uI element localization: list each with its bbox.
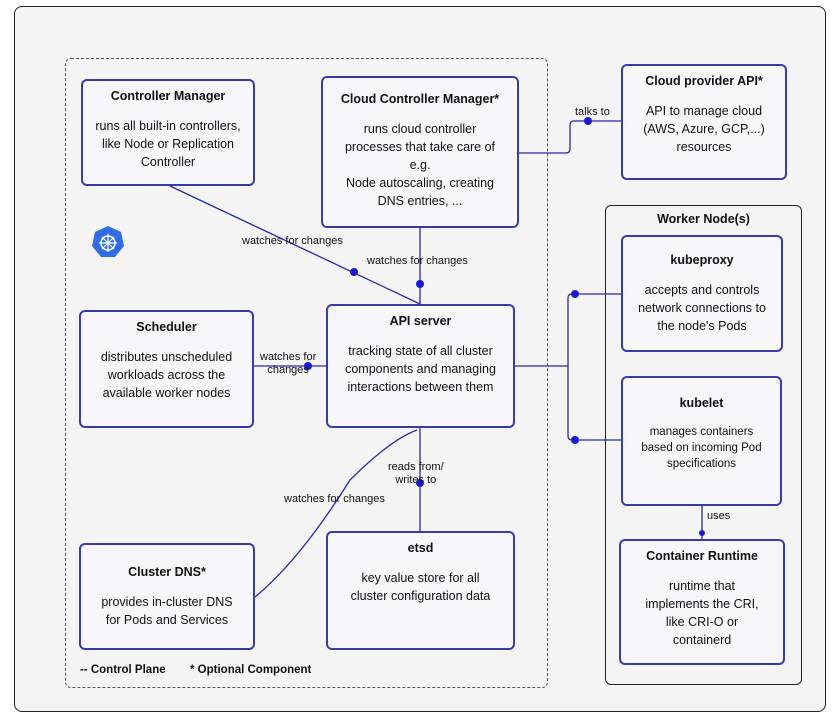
api-server-box: API server tracking state of all cluster … bbox=[326, 304, 515, 428]
edge-cm-api bbox=[169, 185, 421, 305]
box-desc: provides in-cluster DNS for Pods and Ser… bbox=[101, 595, 233, 627]
box-title: Cluster DNS* bbox=[128, 565, 206, 579]
edge-label-ccm-api: watches for changes bbox=[367, 255, 468, 267]
edge-dot bbox=[584, 117, 592, 125]
edge-ccm-cloud bbox=[519, 120, 621, 154]
box-desc: key value store for all cluster configur… bbox=[350, 571, 491, 603]
control-plane-boundary bbox=[65, 58, 548, 688]
edge-dot bbox=[304, 362, 312, 370]
edge-label-ccm-cloud: talks to bbox=[575, 106, 610, 118]
kubelet-box: kubelet manages containers based on incom… bbox=[621, 376, 782, 506]
box-title: kubelet bbox=[679, 396, 724, 410]
box-desc: tracking state of all cluster components… bbox=[345, 344, 496, 394]
edge-label-dns-api: watches for changes bbox=[284, 493, 385, 505]
box-desc: runs cloud controller processes that tak… bbox=[344, 122, 496, 208]
edge-api-worker bbox=[515, 293, 621, 441]
box-title: kubeproxy bbox=[670, 253, 734, 267]
cloud-provider-api-box: Cloud provider API* API to manage cloud (… bbox=[621, 64, 787, 180]
edge-dot bbox=[571, 290, 579, 298]
worker-node-group: Worker Node(s) bbox=[605, 205, 802, 685]
controller-manager-box: Controller Manager runs all built-in cont… bbox=[81, 79, 255, 186]
box-desc: API to manage cloud (AWS, Azure, GCP,...… bbox=[643, 104, 765, 154]
box-desc: distributes unscheduled workloads across… bbox=[100, 350, 233, 400]
edge-dns-api bbox=[254, 429, 418, 598]
edge-dot bbox=[350, 268, 358, 276]
worker-node-title: Worker Node(s) bbox=[657, 212, 750, 226]
edge-label-sched-api: watches for changes bbox=[260, 351, 317, 376]
edge-dot bbox=[699, 530, 705, 536]
box-title: Scheduler bbox=[136, 320, 197, 334]
box-desc: manages containers based on incoming Pod… bbox=[641, 426, 762, 470]
box-title: Cloud provider API* bbox=[645, 74, 763, 88]
edge-label-cm-api: watches for changes bbox=[242, 235, 343, 247]
box-title: API server bbox=[389, 314, 452, 328]
box-title: etsd bbox=[407, 541, 434, 555]
kubeproxy-box: kubeproxy accepts and controls network co… bbox=[621, 235, 783, 352]
box-desc: accepts and controls network connections… bbox=[638, 283, 766, 333]
kubernetes-logo-icon bbox=[92, 226, 124, 257]
box-title: Controller Manager bbox=[110, 89, 226, 103]
cloud-controller-manager-box: Cloud Controller Manager* runs cloud cont… bbox=[321, 76, 519, 228]
container-runtime-box: Container Runtime runtime that implements… bbox=[619, 539, 785, 665]
edge-label-api-etsd: reads from/ writes to bbox=[388, 461, 444, 486]
edge-label-kubelet-runtime: uses bbox=[707, 510, 731, 522]
box-desc: runs all built-in controllers, like Node… bbox=[95, 119, 241, 169]
edge-dot bbox=[416, 479, 424, 487]
box-desc: runtime that implements the CRI, like CR… bbox=[645, 579, 759, 647]
box-title: Container Runtime bbox=[646, 549, 758, 563]
cluster-dns-box: Cluster DNS* provides in-cluster DNS for … bbox=[79, 543, 255, 650]
scheduler-box: Scheduler distributes unscheduled workloa… bbox=[79, 310, 254, 428]
legend-control-plane: -- Control Plane bbox=[80, 664, 166, 676]
etsd-box: etsd key value store for all cluster conf… bbox=[326, 531, 515, 650]
legend-optional: * Optional Component bbox=[190, 664, 312, 676]
edge-dot bbox=[416, 280, 424, 288]
edge-dot bbox=[571, 436, 579, 444]
box-title: Cloud Controller Manager* bbox=[340, 92, 500, 106]
